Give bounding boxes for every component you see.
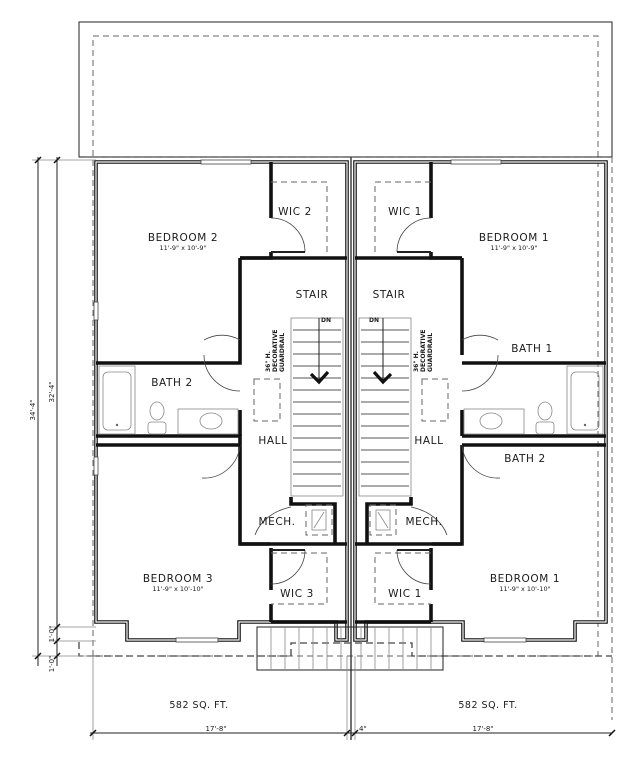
down-arrow-icon — [372, 370, 393, 385]
left-unit-width-dim: 17'-8" — [205, 725, 226, 733]
left-stair-treads — [293, 329, 341, 487]
room-label-stair-left: STAIR — [296, 289, 329, 301]
guardrail-note-right: 36" H. DECORATIVE GUARDRAIL — [413, 330, 434, 372]
right-unit-width-dim: 17'-8" — [472, 725, 493, 733]
svg-text:DECORATIVE: DECORATIVE — [420, 330, 427, 372]
svg-text:GUARDRAIL: GUARDRAIL — [279, 333, 286, 372]
room-label-bedroom-1-top: BEDROOM 1 — [479, 232, 549, 244]
down-arrow-icon — [309, 370, 330, 385]
room-size-bedroom-3: 11'-9" x 10'-10" — [152, 585, 203, 593]
left-unit — [93, 159, 349, 643]
room-label-bath-1: BATH 1 — [511, 343, 553, 355]
room-label-wic-2: WIC 2 — [278, 206, 312, 218]
room-label-bedroom-1-bottom: BEDROOM 1 — [490, 573, 560, 585]
svg-text:36" H.: 36" H. — [413, 351, 420, 372]
stair-dn-right: DN — [369, 317, 379, 324]
guardrail-zone — [253, 378, 281, 422]
room-label-stair-right: STAIR — [373, 289, 406, 301]
left-unit-area: 582 SQ. FT. — [169, 700, 228, 711]
room-label-wic-1-bottom: WIC 1 — [388, 588, 422, 600]
party-wall-dim: 4" — [359, 725, 367, 733]
stair-dn-left: DN — [321, 317, 331, 324]
room-size-bedroom-2: 11'-9" x 10'-9" — [159, 244, 206, 252]
room-label-bath-2-left: BATH 2 — [151, 377, 193, 389]
room-size-bedroom-1-top: 11'-9" x 10'-9" — [490, 244, 537, 252]
offset-upper-dim: 1'-0" — [48, 626, 56, 643]
guardrail-zone — [421, 378, 449, 422]
svg-text:36" H.: 36" H. — [265, 351, 272, 372]
right-unit-area: 582 SQ. FT. — [458, 700, 517, 711]
overall-depth-dim: 34'-4" — [29, 399, 37, 420]
vertical-dimensions — [32, 156, 96, 666]
right-unit — [353, 159, 608, 643]
svg-text:GUARDRAIL: GUARDRAIL — [427, 333, 434, 372]
room-label-wic-3: WIC 3 — [280, 588, 314, 600]
right-stair-treads — [361, 329, 409, 487]
front-porch — [78, 626, 612, 671]
room-label-hall-right: HALL — [414, 435, 443, 447]
room-label-bedroom-3: BEDROOM 3 — [143, 573, 213, 585]
room-label-mech-left: MECH. — [258, 516, 295, 528]
guardrail-note-left: 36" H. DECORATIVE GUARDRAIL — [265, 330, 286, 372]
room-size-bedroom-1-bottom: 11'-9" x 10'-10" — [499, 585, 550, 593]
roof-outline — [78, 21, 613, 158]
room-label-hall-left: HALL — [258, 435, 287, 447]
horizontal-dimensions — [89, 656, 616, 740]
roof-overhang-line — [92, 35, 599, 657]
svg-text:DECORATIVE: DECORATIVE — [272, 330, 279, 372]
room-label-bath-2-right: BATH 2 — [504, 453, 546, 465]
room-label-wic-1-top: WIC 1 — [388, 206, 422, 218]
room-label-mech-right: MECH. — [405, 516, 442, 528]
offset-lower-dim: 1'-0" — [48, 656, 56, 673]
building-depth-dim: 32'-4" — [48, 381, 56, 402]
room-label-bedroom-2: BEDROOM 2 — [148, 232, 218, 244]
